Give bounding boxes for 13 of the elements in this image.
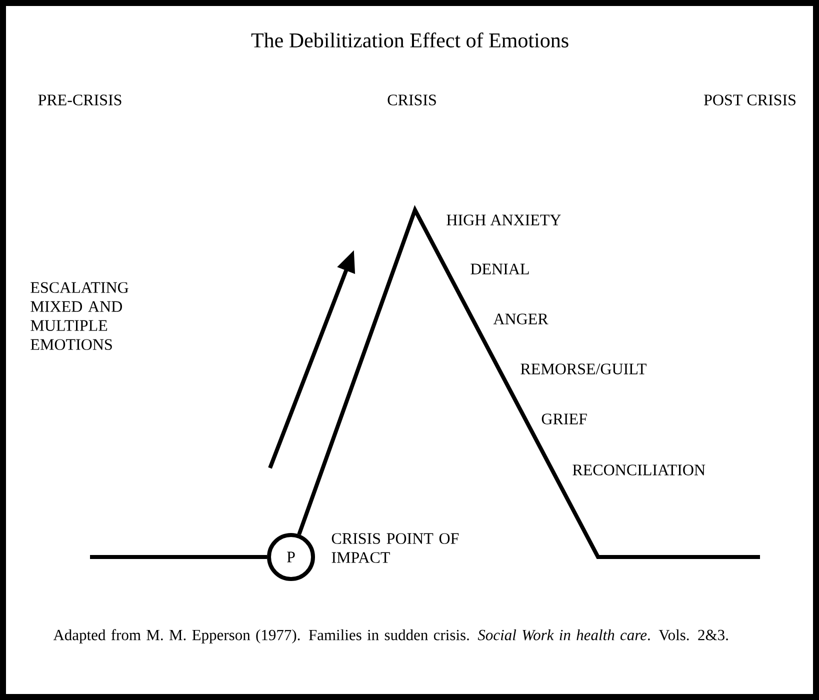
- caption: Adapted from M. M. Epperson (1977). Families in sudden crisis. Social Work in health care. Vols. 2&3.: [53, 629, 728, 644]
- phase-label: CRISIS: [388, 94, 436, 106]
- stage-label: REMORSE/GUILT: [520, 364, 646, 374]
- stage-label: GRIEF: [542, 414, 587, 424]
- title: The Debilitization Effect of Emotions: [251, 32, 568, 48]
- phase-label: POST CRISIS: [704, 94, 796, 106]
- stage-label: DENIAL: [470, 264, 529, 274]
- side-note: ESCALATING MIXED AND MULTIPLE EMOTIONS: [30, 282, 128, 350]
- stage-label: HIGH ANXIETY: [446, 214, 561, 226]
- stage-label: ANGER: [493, 314, 548, 324]
- point-caption: CRISIS POINT OF IMPACT: [332, 533, 459, 563]
- stage-label: RECONCILIATION: [572, 464, 706, 476]
- phase-label: PRE-CRISIS: [38, 94, 122, 106]
